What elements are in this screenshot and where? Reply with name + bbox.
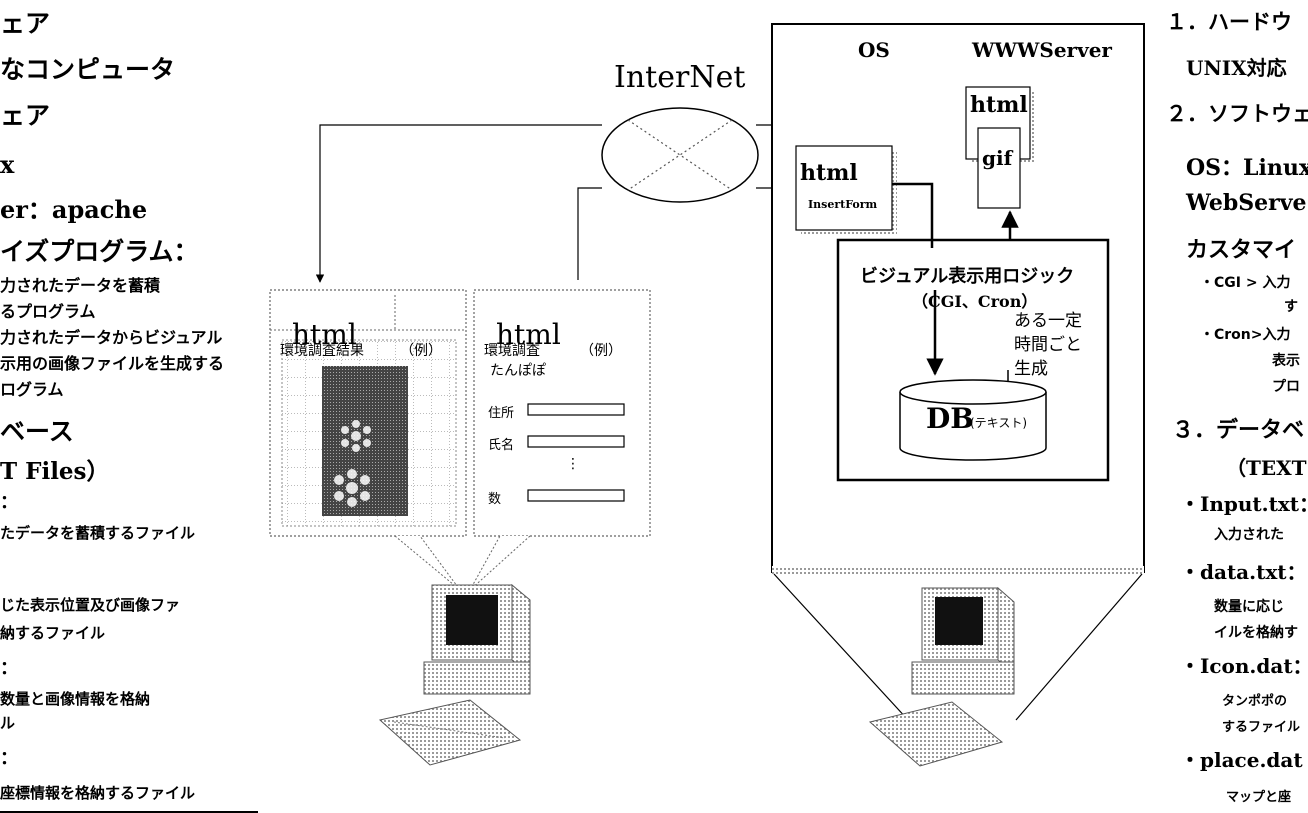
right-line: ・Cron>入力 bbox=[1200, 327, 1291, 343]
www-html-doc bbox=[965, 86, 1035, 209]
left-line: じた表示位置及び画像ファ bbox=[0, 596, 181, 614]
left-line: たデータを蓄積するファイル bbox=[0, 524, 196, 542]
left-line: x bbox=[0, 150, 15, 179]
os-label: OS bbox=[858, 38, 890, 62]
db-sub-label: (テキスト) bbox=[970, 416, 1028, 430]
right-line: カスタマイ bbox=[1186, 238, 1297, 263]
logic-label-line2: （CGI、Cron） bbox=[912, 292, 1038, 311]
right-line: タンポポの bbox=[1222, 694, 1288, 709]
right-line: WebServe bbox=[1186, 190, 1307, 216]
periodic-line1: ある一定 bbox=[1014, 311, 1082, 331]
right-line: （TEXT bbox=[1226, 456, 1307, 480]
left-line: 示用の画像ファイルを生成する bbox=[0, 354, 225, 373]
right-line: 表示 bbox=[1272, 353, 1300, 369]
left-line: ェア bbox=[0, 101, 51, 130]
left-line: T Files） bbox=[0, 458, 110, 485]
left-line: ： bbox=[0, 658, 18, 679]
flower-icon bbox=[334, 420, 371, 507]
right-line: す bbox=[1284, 299, 1298, 315]
right-line: 入力された bbox=[1214, 527, 1284, 543]
left-line: なコンピュータ bbox=[0, 55, 176, 84]
gif-label: gif bbox=[982, 146, 1013, 170]
left-line: ： bbox=[0, 492, 18, 513]
right-line: ・CGI > 入力 bbox=[1200, 275, 1291, 291]
logic-label-line1: ビジュアル表示用ロジック bbox=[860, 266, 1075, 287]
right-line: イルを格納す bbox=[1214, 625, 1298, 641]
form-example: （例） bbox=[580, 343, 622, 359]
periodic-line2: 時間ごと bbox=[1014, 335, 1082, 355]
right-line: マップと座 bbox=[1226, 790, 1292, 805]
right-line: 数量に応じ bbox=[1214, 599, 1284, 615]
internet-label: InterNet bbox=[614, 60, 746, 95]
field-name-label: 氏名 bbox=[488, 438, 515, 453]
html-result-label: html bbox=[292, 318, 357, 351]
db-cylinder-icon bbox=[899, 379, 1047, 461]
right-line: ・Icon.dat： bbox=[1180, 654, 1308, 678]
form-window bbox=[469, 289, 651, 591]
internet-cloud bbox=[601, 107, 759, 203]
left-line: 座標情報を格納するファイル bbox=[0, 784, 196, 802]
left-line: ェア bbox=[0, 9, 51, 38]
client-computer-icon bbox=[378, 583, 531, 766]
field-ellipsis: ⋮ bbox=[566, 456, 580, 472]
insert-html-label: html bbox=[800, 160, 858, 186]
field-count-label: 数 bbox=[488, 492, 502, 507]
left-line: 数量と画像情報を格納 bbox=[0, 690, 151, 708]
insert-form-label: InsertForm bbox=[808, 198, 878, 211]
right-line: UNIX対応 bbox=[1186, 56, 1287, 80]
field-address-label: 住所 bbox=[488, 406, 515, 421]
right-line: ・place.dat bbox=[1180, 748, 1303, 772]
right-line: OS：Linux bbox=[1186, 155, 1308, 181]
left-line: るプログラム bbox=[0, 302, 96, 321]
form-title-line1: 環境調査 bbox=[484, 343, 540, 359]
right-line: プロ bbox=[1272, 379, 1300, 395]
result-window bbox=[269, 289, 467, 591]
right-line: ３．データベ bbox=[1172, 418, 1305, 443]
periodic-line3: 生成 bbox=[1014, 359, 1048, 379]
db-label: DB bbox=[926, 402, 974, 435]
result-title: 環境調査結果 bbox=[280, 343, 364, 359]
insert-form-doc bbox=[795, 145, 897, 235]
left-line: 納するファイル bbox=[0, 624, 106, 642]
left-line: er：apache bbox=[0, 195, 148, 224]
left-line: イズプログラム： bbox=[0, 237, 199, 266]
server-computer-icon bbox=[868, 586, 1015, 767]
left-line: ： bbox=[0, 748, 18, 769]
html-form-label: html bbox=[496, 318, 561, 351]
right-line: ・Input.txt： bbox=[1180, 492, 1308, 516]
left-line: 力されたデータを蓄積 bbox=[0, 276, 161, 295]
www-server-label: WWWServer bbox=[972, 38, 1112, 62]
result-example: （例） bbox=[400, 343, 442, 359]
left-line: ベース bbox=[0, 417, 74, 446]
address-input-box bbox=[527, 403, 625, 416]
name-input-box bbox=[527, 435, 625, 448]
www-html-label: html bbox=[970, 92, 1028, 118]
right-line: １．ハードウ bbox=[1166, 10, 1292, 34]
count-input-box bbox=[527, 489, 625, 502]
right-line: ・data.txt： bbox=[1180, 560, 1307, 584]
form-title-line2: たんぽぽ bbox=[490, 363, 546, 379]
left-line: ログラム bbox=[0, 380, 64, 399]
left-line: 力されたデータからビジュアル bbox=[0, 328, 223, 347]
right-line: ２．ソフトウェ bbox=[1166, 102, 1308, 126]
left-line: ル bbox=[0, 714, 16, 732]
right-line: するファイル bbox=[1222, 720, 1301, 735]
